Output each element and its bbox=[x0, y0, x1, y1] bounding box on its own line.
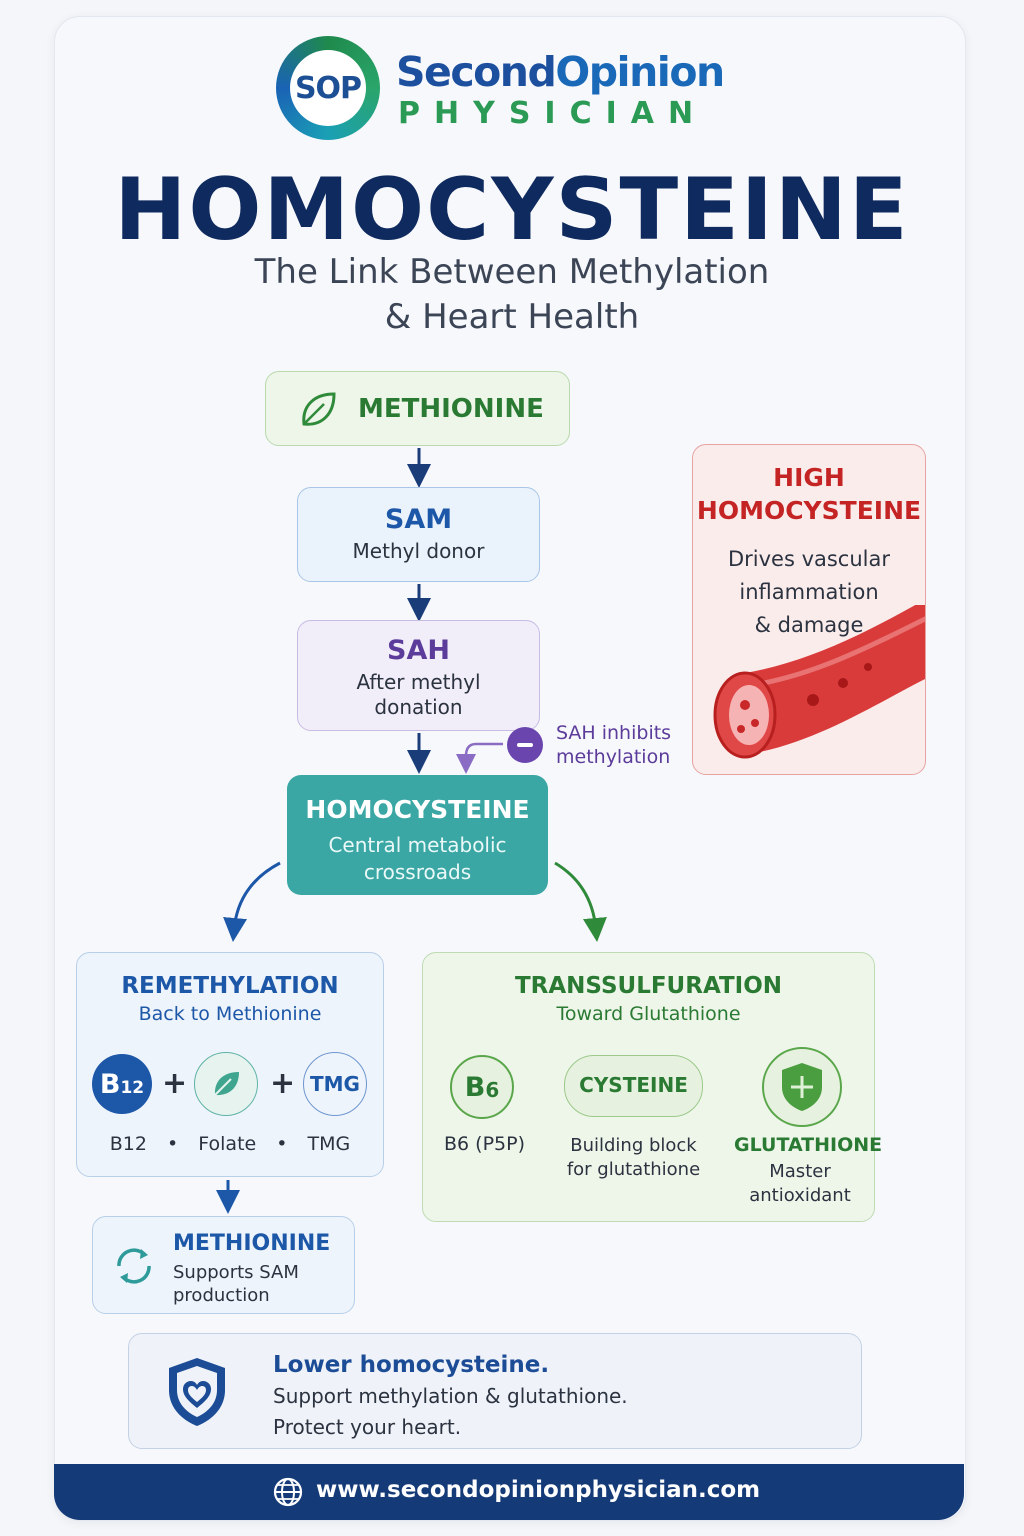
methionine-recycle-box: METHIONINE Supports SAM production bbox=[92, 1216, 355, 1314]
methionine-label: METHIONINE bbox=[358, 394, 544, 424]
high-homocysteine-box: HIGH HOMOCYSTEINE Drives vascular inflam… bbox=[692, 444, 926, 775]
lower-title: Lower homocysteine. bbox=[273, 1352, 550, 1378]
sam-desc: Methyl donor bbox=[352, 539, 485, 563]
inhibit-note: SAH inhibits methylation bbox=[556, 722, 672, 768]
sah-title: SAH bbox=[387, 635, 450, 666]
globe-icon bbox=[273, 1477, 303, 1507]
brand-name: SecondOpinion bbox=[396, 48, 725, 96]
methionine2-desc: Supports SAM production bbox=[173, 1262, 299, 1306]
page-title: HOMOCYSTEINE bbox=[114, 160, 910, 260]
brand-tagline: PHYSICIAN bbox=[398, 96, 708, 131]
page-subtitle: The Link Between Methylation & Heart Hea… bbox=[254, 252, 770, 337]
homocysteine-box: HOMOCYSTEINE Central metabolic crossroad… bbox=[287, 775, 548, 895]
leaf-icon bbox=[302, 392, 336, 426]
transsulfuration-title: TRANSSULFURATION bbox=[514, 973, 783, 999]
high-title: HIGH HOMOCYSTEINE bbox=[696, 463, 922, 525]
methionine2-title: METHIONINE bbox=[173, 1231, 331, 1256]
heart-shield-icon bbox=[169, 1358, 225, 1426]
lower-line2: Support methylation & glutathione. bbox=[273, 1384, 628, 1408]
remethylation-captions: B12 • Folate • TMG bbox=[109, 1133, 351, 1155]
glutathione-desc: Master antioxidant bbox=[749, 1161, 851, 1206]
arrow-inhibit bbox=[456, 742, 503, 774]
website-link[interactable]: www.secondopinionphysician.com bbox=[316, 1477, 761, 1503]
footer-bar: www.secondopinionphysician.com bbox=[54, 1464, 964, 1520]
plus-icon-2: + bbox=[270, 1066, 296, 1101]
remethylation-title: REMETHYLATION bbox=[121, 973, 339, 999]
sah-box: SAH After methyl donation bbox=[297, 620, 540, 731]
recycle-icon bbox=[117, 1248, 151, 1284]
homocysteine-desc: Central metabolic crossroads bbox=[328, 833, 507, 884]
homocysteine-title: HOMOCYSTEINE bbox=[305, 795, 530, 824]
tmg-badge: TMG bbox=[303, 1052, 367, 1116]
sop-logo: SOP bbox=[276, 36, 380, 140]
high-desc: Drives vascular inflammation & damage bbox=[727, 547, 891, 637]
sam-title: SAM bbox=[384, 504, 453, 535]
methionine-box: METHIONINE bbox=[265, 371, 570, 446]
plus-icon: + bbox=[162, 1066, 188, 1101]
glutathione-shield-icon bbox=[762, 1047, 842, 1127]
lower-homocysteine-callout: Lower homocysteine. Support methylation … bbox=[128, 1333, 862, 1449]
sam-box: SAM Methyl donor bbox=[297, 487, 540, 582]
b6-caption: B6 (P5P) bbox=[444, 1133, 525, 1155]
logo-text: SOP bbox=[294, 70, 362, 106]
blood-vessel-icon bbox=[713, 605, 925, 759]
remethylation-subtitle: Back to Methionine bbox=[138, 1003, 322, 1025]
minus-icon bbox=[507, 727, 543, 763]
arrow-to-transsulfuration bbox=[554, 861, 607, 942]
cysteine-pill: CYSTEINE bbox=[564, 1055, 703, 1117]
cysteine-desc: Building block for glutathione bbox=[566, 1135, 701, 1180]
glutathione-title: GLUTATHIONE bbox=[734, 1134, 883, 1156]
arrow-to-remethylation bbox=[223, 861, 281, 942]
sah-desc: After methyl donation bbox=[356, 670, 481, 719]
transsulfuration-subtitle: Toward Glutathione bbox=[556, 1003, 741, 1025]
lower-line3: Protect your heart. bbox=[273, 1415, 462, 1439]
folate-leaf-icon bbox=[194, 1052, 258, 1116]
